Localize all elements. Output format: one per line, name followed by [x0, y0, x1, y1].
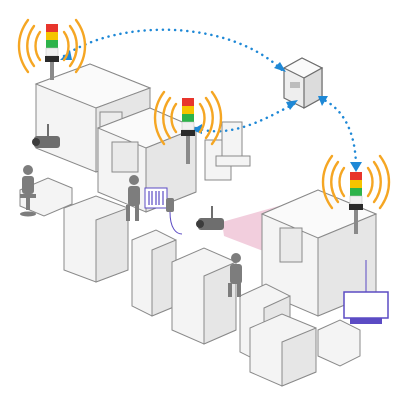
signal-waves-center — [153, 90, 223, 146]
wireless-links — [62, 28, 358, 170]
wireless-receiver — [282, 57, 324, 110]
worker-seated — [20, 165, 36, 217]
machine-center — [96, 107, 232, 213]
surveillance-camera-left — [32, 124, 60, 148]
machine-right — [260, 189, 378, 317]
barcode-scanner — [144, 187, 183, 235]
surveillance-camera-right — [196, 206, 224, 230]
signal-tower-center — [153, 90, 223, 164]
signal-tower-right — [321, 154, 391, 234]
worker-center — [126, 175, 140, 221]
signal-tower-left — [17, 18, 87, 80]
signal-waves-left — [17, 18, 87, 74]
signal-waves-right — [321, 154, 391, 210]
machines-front-cluster — [63, 195, 361, 387]
monitor — [343, 260, 389, 324]
worker-front — [228, 253, 242, 297]
